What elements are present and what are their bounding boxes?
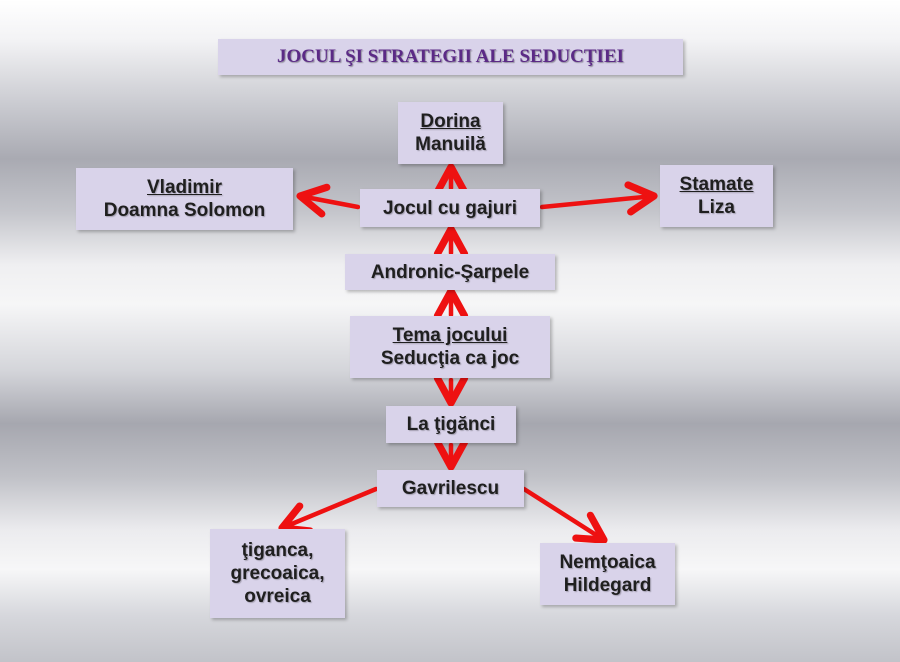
- node-dorina-line1: Dorina: [420, 111, 481, 132]
- node-tiganca-line2: grecoaica,: [230, 563, 325, 584]
- node-andronic-label: Andronic-Şarpele: [370, 261, 530, 283]
- node-jocul-cu-gajuri: Jocul cu gajuri: [360, 189, 540, 227]
- node-tema-line2: Seducţia ca joc: [380, 348, 520, 369]
- node-nemtoaica: Nemţoaica Hildegard: [540, 543, 675, 605]
- node-andronic: Andronic-Şarpele: [345, 254, 555, 290]
- node-la-tiganci: La ţigănci: [386, 406, 516, 443]
- node-tema-jocului: Tema jocului Seducţia ca joc: [350, 316, 550, 378]
- node-nemtoaica-line1: Nemţoaica: [559, 552, 656, 573]
- node-tiganca-line3: ovreica: [244, 586, 311, 607]
- arrow-gavrilescu-to-nemtoaica: [521, 486, 608, 544]
- node-gavrilescu: Gavrilescu: [377, 470, 524, 507]
- node-la-tiganci-label: La ţigănci: [406, 414, 496, 435]
- node-dorina: Dorina Manuilă: [398, 102, 503, 164]
- arrow-gavrilescu-to-tiganca: [278, 486, 379, 535]
- arrow-jocul-to-stamate: [539, 181, 658, 216]
- node-dorina-line2: Manuilă: [415, 134, 486, 155]
- node-tiganca: ţiganca, grecoaica, ovreica: [210, 529, 345, 618]
- node-nemtoaica-line2: Hildegard: [563, 575, 652, 596]
- node-vladimir-line1: Vladimir: [147, 177, 222, 198]
- node-tema-line1: Tema jocului: [392, 325, 508, 346]
- node-stamate-line2: Liza: [698, 197, 735, 218]
- node-gavrilescu-label: Gavrilescu: [401, 478, 500, 499]
- node-vladimir: Vladimir Doamna Solomon: [76, 168, 293, 230]
- node-jocul-cu-gajuri-label: Jocul cu gajuri: [382, 197, 518, 219]
- node-stamate: Stamate Liza: [660, 165, 773, 227]
- node-tiganca-line1: ţiganca,: [241, 540, 314, 561]
- node-vladimir-line2: Doamna Solomon: [103, 200, 266, 221]
- node-stamate-line1: Stamate: [679, 174, 754, 195]
- page-title: JOCUL ŞI STRATEGII ALE SEDUCŢIEI: [218, 39, 683, 75]
- arrow-jocul-to-vladimir: [296, 183, 361, 218]
